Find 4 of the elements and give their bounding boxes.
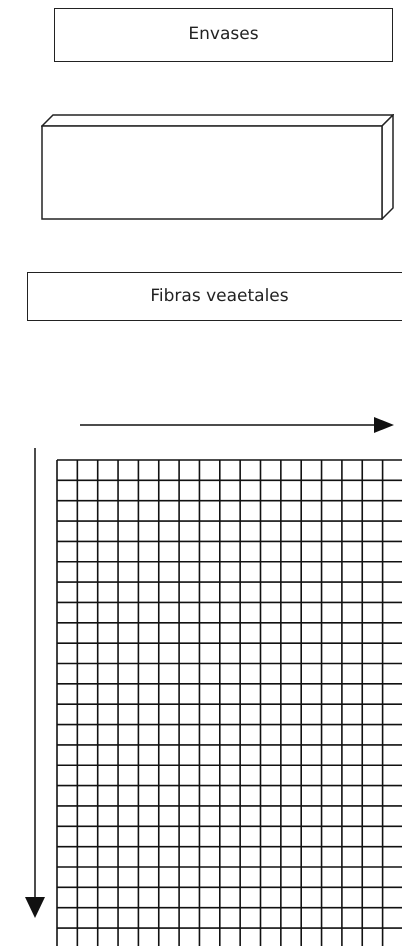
box-label: Fibras veaetales — [150, 284, 289, 308]
box-label: Envases — [188, 23, 259, 46]
label-box — [54, 8, 393, 62]
label-box — [27, 272, 402, 321]
